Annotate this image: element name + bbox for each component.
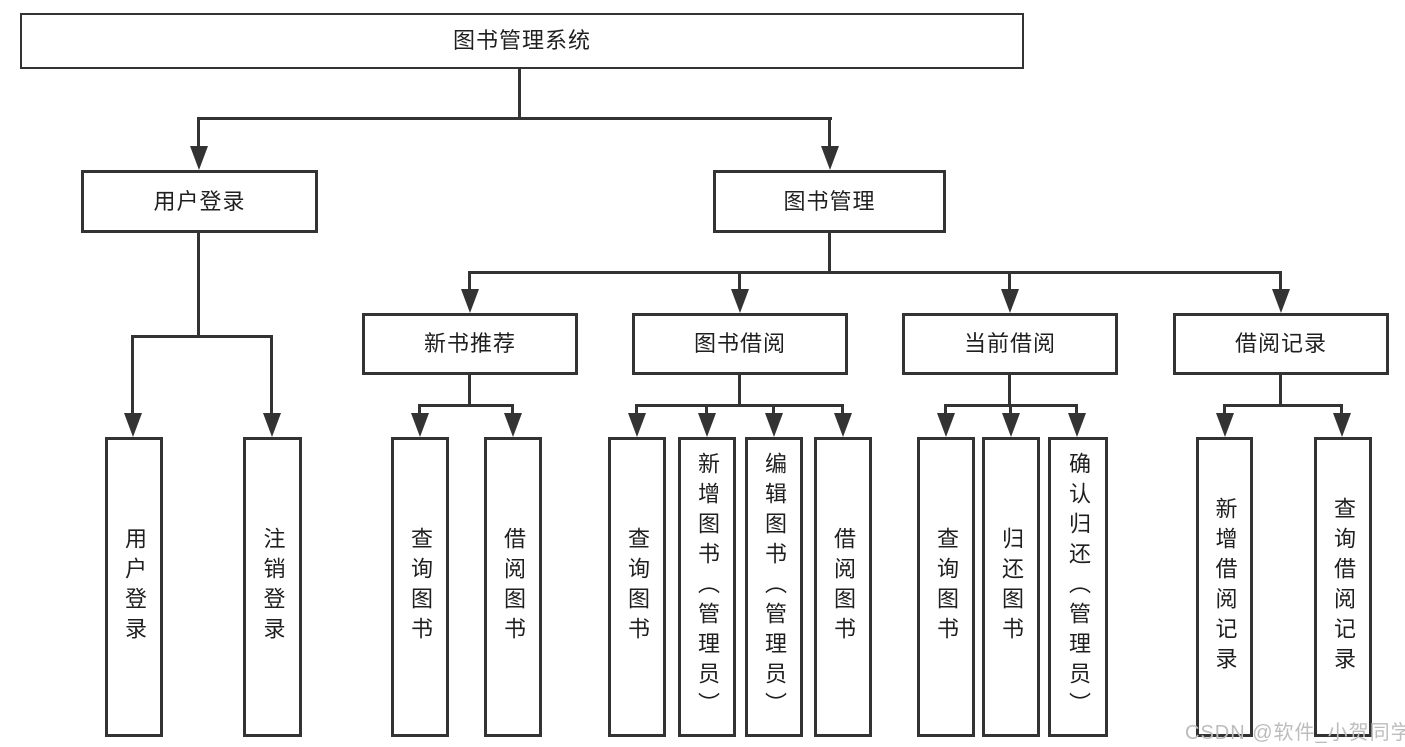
arrow-down-icon: [504, 413, 522, 437]
node-user-login: 用户登录: [81, 170, 318, 233]
arrow-down-icon: [698, 413, 716, 437]
connector-to-book-borrow: [738, 271, 741, 293]
connector-leaf: [944, 404, 947, 417]
connector-leaf: [841, 404, 844, 417]
connector-leaf: [511, 404, 514, 417]
arrow-down-icon: [190, 146, 208, 170]
node-label: 用户登录: [153, 188, 246, 214]
connector-to-user-login: [197, 117, 200, 150]
node-label: 图书管理系统: [452, 28, 591, 53]
leaf-nb-search-books: 查询图书: [391, 437, 449, 737]
leaf-cb-confirm-return: 确认归还（管理员）: [1048, 437, 1108, 737]
connector-book-borrow-bus: [635, 404, 844, 407]
node-label: 借阅图书: [501, 527, 526, 647]
node-label: 新增借阅记录: [1212, 497, 1238, 677]
node-label: 查询图书: [408, 527, 433, 647]
connector-book-mgmt-bus: [468, 271, 1282, 274]
arrow-down-icon: [628, 413, 646, 437]
node-borrow-records: 借阅记录: [1173, 313, 1389, 375]
node-book-mgmt: 图书管理: [713, 170, 946, 233]
node-label: 查询借阅记录: [1331, 497, 1356, 677]
arrow-down-icon: [821, 146, 839, 170]
arrow-down-icon: [124, 413, 142, 437]
arrow-down-icon: [731, 289, 749, 313]
connector-new-books-stem: [468, 375, 471, 407]
arrow-down-icon: [1001, 289, 1019, 313]
connector-leaf: [1223, 404, 1226, 417]
connector-to-current-borrow: [1008, 271, 1011, 293]
arrow-down-icon: [1216, 413, 1234, 437]
leaf-user-login: 用户登录: [105, 437, 163, 737]
leaf-br-search-record: 查询借阅记录: [1314, 437, 1372, 737]
node-book-borrow: 图书借阅: [632, 313, 848, 375]
leaf-bb-add-books: 新增图书（管理员）: [678, 437, 736, 737]
connector-leaf: [1009, 404, 1012, 417]
node-label: 新书推荐: [423, 331, 516, 356]
node-label: 借阅记录: [1234, 331, 1327, 356]
connector-new-books-bus: [418, 404, 514, 407]
leaf-cb-search-books: 查询图书: [917, 437, 975, 737]
leaf-bb-borrow-books: 借阅图书: [814, 437, 872, 737]
node-new-books: 新书推荐: [362, 313, 578, 375]
arrow-down-icon: [1333, 413, 1351, 437]
connector-book-mgmt-stem: [828, 233, 831, 274]
arrow-down-icon: [1002, 413, 1020, 437]
node-label: 查询图书: [934, 527, 959, 647]
node-label: 图书管理: [783, 188, 876, 214]
connector-user-login-stem: [197, 233, 200, 337]
leaf-logout: 注销登录: [243, 437, 302, 737]
connector-book-borrow-stem: [738, 375, 741, 407]
leaf-nb-borrow-books: 借阅图书: [484, 437, 542, 737]
leaf-cb-return-books: 归还图书: [982, 437, 1040, 737]
leaf-bb-edit-books: 编辑图书（管理员）: [745, 437, 803, 737]
node-label: 当前借阅: [963, 331, 1056, 356]
connector-to-new-books: [468, 271, 471, 293]
connector-leaf: [635, 404, 638, 417]
arrow-down-icon: [834, 413, 852, 437]
connector-to-leaf-login: [131, 335, 134, 417]
connector-leaf: [1340, 404, 1343, 417]
arrow-down-icon: [1068, 413, 1086, 437]
arrow-down-icon: [461, 289, 479, 313]
connector-current-borrow-stem: [1008, 375, 1011, 407]
arrow-down-icon: [263, 413, 281, 437]
arrow-down-icon: [1272, 289, 1290, 313]
connector-leaf: [772, 404, 775, 417]
csdn-watermark: CSDN @软件_小贺同学: [1185, 722, 1405, 744]
connector-leaf: [418, 404, 421, 417]
node-current-borrow: 当前借阅: [902, 313, 1118, 375]
connector-leaf: [705, 404, 708, 417]
connector-to-borrow-records: [1279, 271, 1282, 293]
connector-to-book-mgmt: [828, 117, 831, 150]
leaf-br-add-record: 新增借阅记录: [1196, 437, 1253, 737]
leaf-bb-search-books: 查询图书: [608, 437, 666, 737]
node-label: 图书借阅: [693, 331, 786, 356]
connector-leaf: [1075, 404, 1078, 417]
connector-to-leaf-logout: [270, 335, 273, 417]
arrow-down-icon: [937, 413, 955, 437]
arrow-down-icon: [411, 413, 429, 437]
connector-borrow-records-stem: [1279, 375, 1282, 407]
arrow-down-icon: [765, 413, 783, 437]
node-label: 确认归还（管理员）: [1066, 452, 1091, 722]
node-label: 借阅图书: [831, 527, 856, 647]
connector-borrow-records-bus: [1223, 404, 1343, 407]
node-root: 图书管理系统: [20, 13, 1024, 69]
node-label: 新增图书（管理员）: [695, 452, 720, 722]
node-label: 归还图书: [999, 527, 1024, 647]
node-label: 用户登录: [122, 527, 147, 647]
node-label: 注销登录: [260, 527, 286, 647]
connector-root-bus: [197, 117, 832, 120]
node-label: 编辑图书（管理员）: [762, 452, 787, 722]
node-label: 查询图书: [625, 527, 650, 647]
connector-root-stem: [518, 69, 521, 118]
connector-user-login-bus: [131, 335, 273, 338]
